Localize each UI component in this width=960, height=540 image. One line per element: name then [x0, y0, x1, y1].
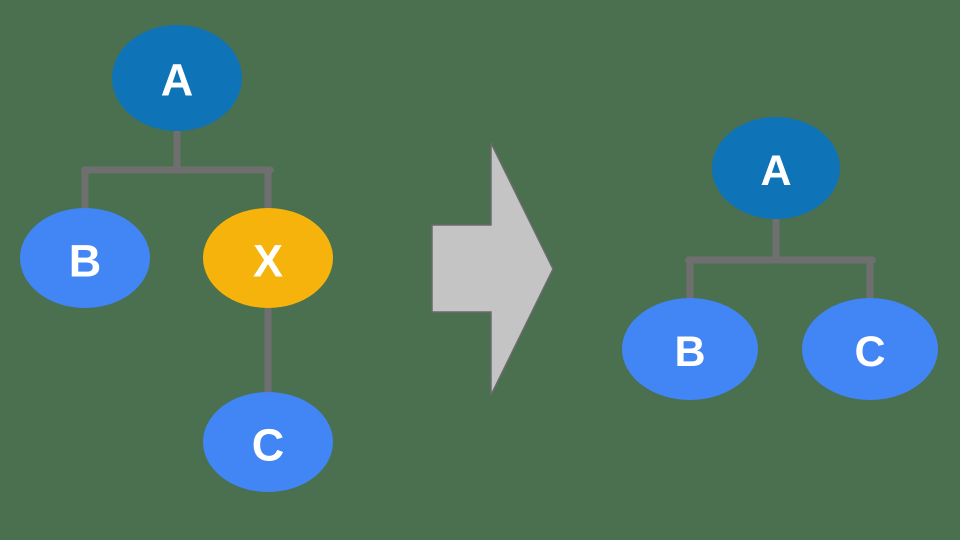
before-tree-edges [81, 128, 274, 400]
node-b-after-shape[interactable] [622, 298, 758, 400]
node-c-after[interactable]: C [802, 298, 938, 400]
node-a-before[interactable]: A [112, 25, 242, 131]
node-c-before[interactable]: C [203, 392, 333, 492]
node-b-before-shape[interactable] [20, 208, 150, 308]
node-c-before-shape[interactable] [203, 392, 333, 492]
node-x-before[interactable]: X [203, 208, 333, 308]
node-c-after-label: C [854, 328, 885, 376]
node-b-before-label: B [69, 236, 102, 287]
node-a-before-label: A [161, 55, 194, 106]
node-b-before[interactable]: B [20, 208, 150, 308]
transformation-arrow [431, 142, 554, 396]
after-tree-edges [685, 215, 876, 304]
node-x-before-shape[interactable] [203, 208, 333, 308]
transformation-arrow-shape [431, 142, 554, 396]
node-a-after-label: A [760, 147, 791, 195]
node-b-after-label: B [674, 328, 705, 376]
node-a-after-shape[interactable] [712, 117, 840, 219]
node-a-after[interactable]: A [712, 117, 840, 219]
node-c-after-shape[interactable] [802, 298, 938, 400]
node-x-before-label: X [253, 236, 283, 287]
node-b-after[interactable]: B [622, 298, 758, 400]
before-tree: A B X C [20, 25, 333, 492]
node-a-before-shape[interactable] [112, 25, 242, 131]
node-c-before-label: C [252, 420, 285, 471]
after-tree: A B C [622, 117, 938, 400]
